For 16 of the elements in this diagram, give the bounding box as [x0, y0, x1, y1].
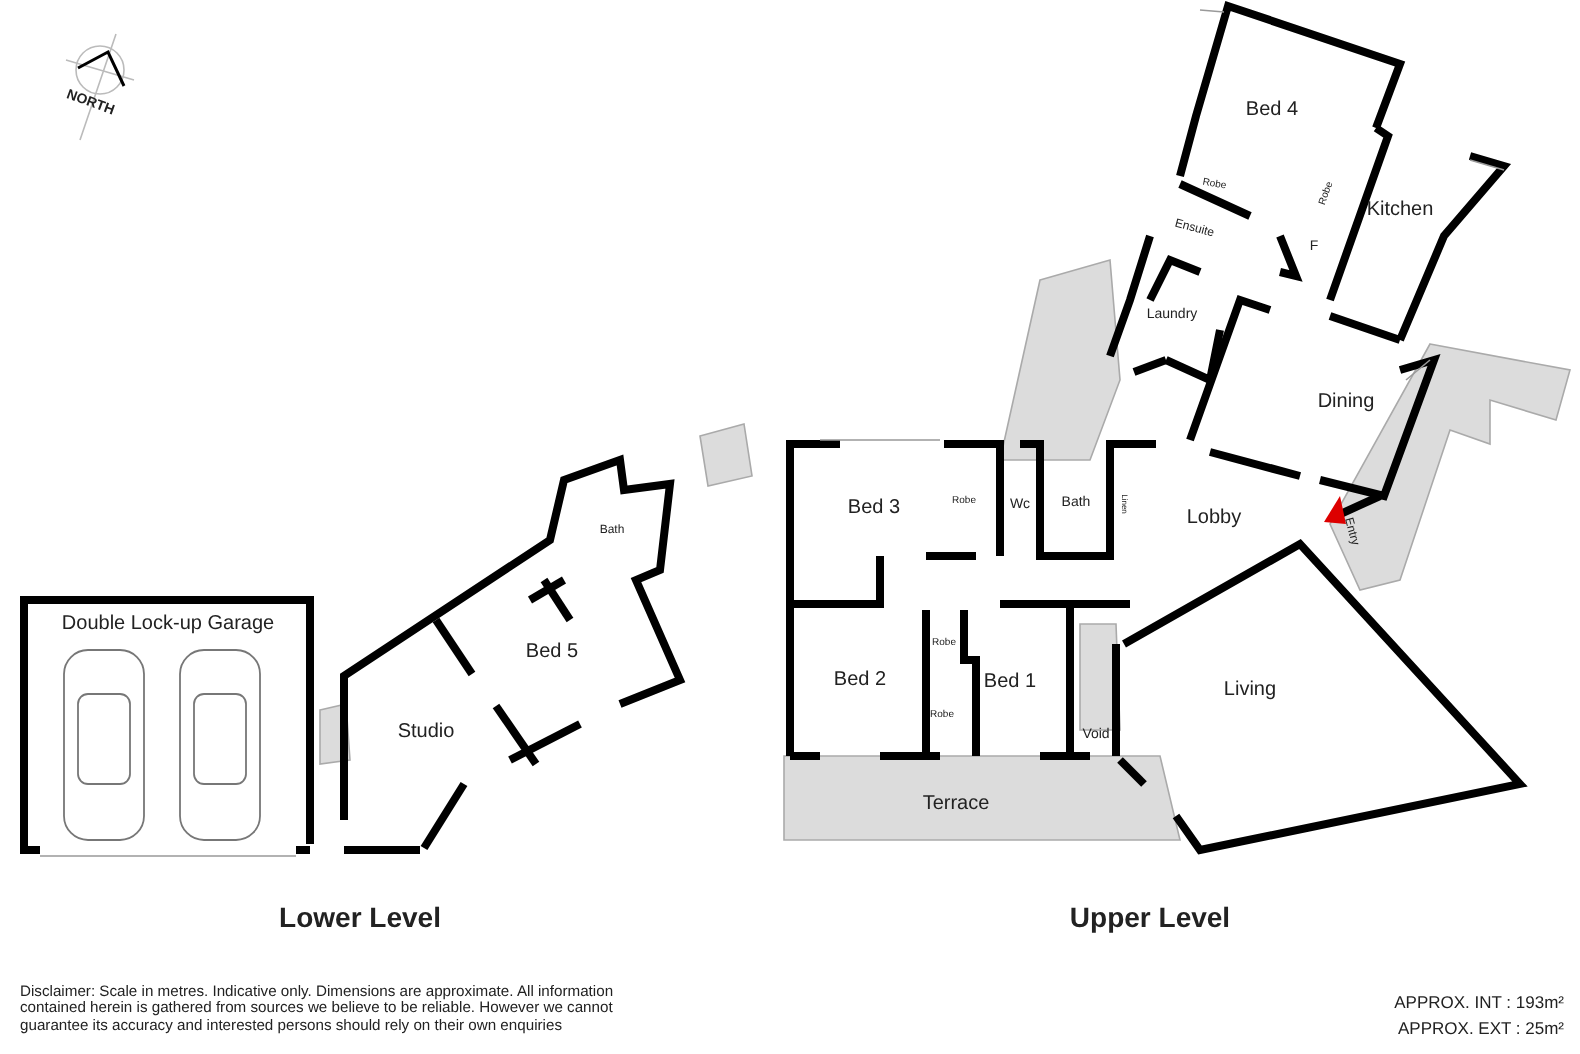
room-label: Kitchen: [1366, 199, 1434, 221]
room-label: Living: [1223, 679, 1277, 701]
room-label: Lobby: [1186, 507, 1242, 529]
area-label: APPROX. INT : 193m²: [1394, 994, 1564, 1013]
room-label: Studio: [397, 721, 455, 743]
area-label: APPROX. EXT : 25m²: [1398, 1020, 1564, 1039]
room-label: Bed 5: [525, 641, 579, 663]
level-title: Lower Level: [279, 902, 441, 934]
level-title: Upper Level: [1069, 902, 1231, 934]
room-label: Bed 3: [847, 497, 901, 519]
room-label: Dining: [1317, 391, 1375, 413]
room-label: Terrace: [922, 793, 990, 815]
room-label: Bed 2: [833, 669, 887, 691]
room-label: Double Lock-up Garage: [61, 613, 275, 635]
room-label: Bed 1: [983, 671, 1037, 693]
room-label: Bed 4: [1245, 99, 1299, 121]
